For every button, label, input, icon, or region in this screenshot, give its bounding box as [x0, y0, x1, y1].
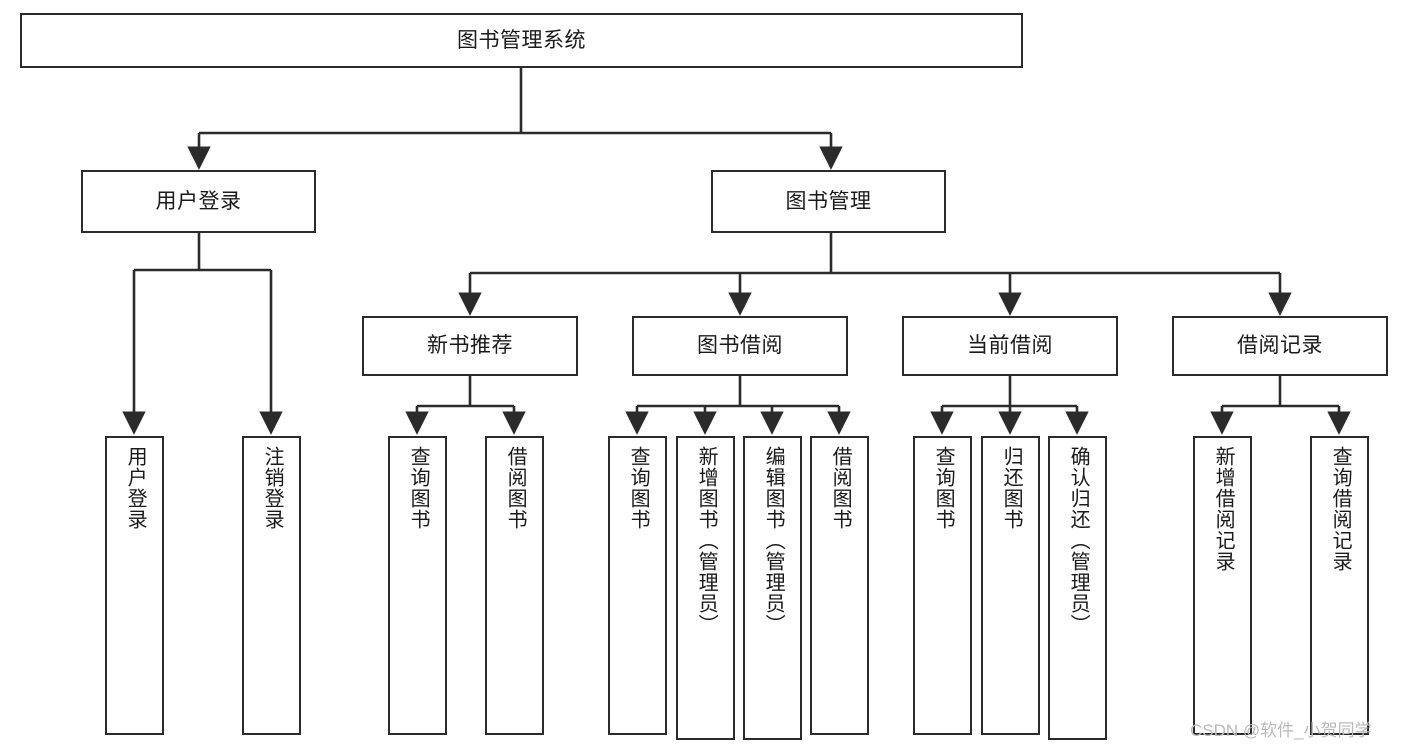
node-leaf-user-login-label: 用户登录 — [124, 446, 147, 530]
node-leaf-edit-book[interactable]: 编辑图书（管理员） — [743, 436, 802, 740]
node-leaf-borrow-book-2[interactable]: 借阅图书 — [810, 436, 869, 735]
node-leaf-add-record[interactable]: 新增借阅记录 — [1193, 436, 1252, 735]
node-user-login[interactable]: 用户登录 — [81, 170, 316, 233]
node-leaf-query-book-2[interactable]: 查询图书 — [608, 436, 667, 735]
node-leaf-query-book-1-label: 查询图书 — [407, 446, 430, 530]
node-leaf-logout[interactable]: 注销登录 — [242, 436, 301, 735]
node-current-borrow-label: 当前借阅 — [967, 334, 1053, 358]
node-leaf-query-record-label: 查询借阅记录 — [1329, 446, 1352, 572]
node-leaf-user-login[interactable]: 用户登录 — [105, 436, 164, 735]
node-leaf-borrow-book-1[interactable]: 借阅图书 — [485, 436, 544, 735]
node-book-borrow[interactable]: 图书借阅 — [632, 316, 848, 376]
node-new-book-rec-label: 新书推荐 — [427, 334, 513, 358]
node-book-borrow-label: 图书借阅 — [697, 334, 783, 358]
node-leaf-query-book-1[interactable]: 查询图书 — [388, 436, 447, 735]
node-borrow-record[interactable]: 借阅记录 — [1172, 316, 1388, 376]
node-leaf-logout-label: 注销登录 — [261, 446, 284, 530]
node-user-login-label: 用户登录 — [155, 189, 242, 213]
node-leaf-borrow-book-2-label: 借阅图书 — [829, 446, 852, 530]
node-leaf-add-book-label: 新增图书（管理员） — [695, 446, 718, 635]
node-root[interactable]: 图书管理系统 — [20, 13, 1023, 68]
node-leaf-confirm-return-label: 确认归还（管理员） — [1067, 446, 1090, 635]
node-leaf-return-book[interactable]: 归还图书 — [981, 436, 1040, 735]
node-leaf-edit-book-label: 编辑图书（管理员） — [762, 446, 785, 635]
node-leaf-query-book-2-label: 查询图书 — [627, 446, 650, 530]
node-borrow-record-label: 借阅记录 — [1237, 334, 1323, 358]
node-leaf-add-record-label: 新增借阅记录 — [1212, 446, 1235, 572]
csdn-watermark: CSDN @软件_小贺同学 — [1190, 721, 1372, 740]
node-root-label: 图书管理系统 — [457, 28, 586, 52]
node-new-book-rec[interactable]: 新书推荐 — [362, 316, 578, 376]
node-book-manage-label: 图书管理 — [785, 189, 872, 213]
node-leaf-borrow-book-1-label: 借阅图书 — [504, 446, 527, 530]
node-book-manage[interactable]: 图书管理 — [711, 170, 946, 233]
node-current-borrow[interactable]: 当前借阅 — [902, 316, 1118, 376]
node-leaf-add-book[interactable]: 新增图书（管理员） — [676, 436, 735, 740]
node-leaf-query-book-3[interactable]: 查询图书 — [913, 436, 972, 735]
node-leaf-query-record[interactable]: 查询借阅记录 — [1310, 436, 1369, 735]
node-leaf-query-book-3-label: 查询图书 — [932, 446, 955, 530]
node-leaf-confirm-return[interactable]: 确认归还（管理员） — [1048, 436, 1107, 740]
node-leaf-return-book-label: 归还图书 — [1000, 446, 1023, 530]
